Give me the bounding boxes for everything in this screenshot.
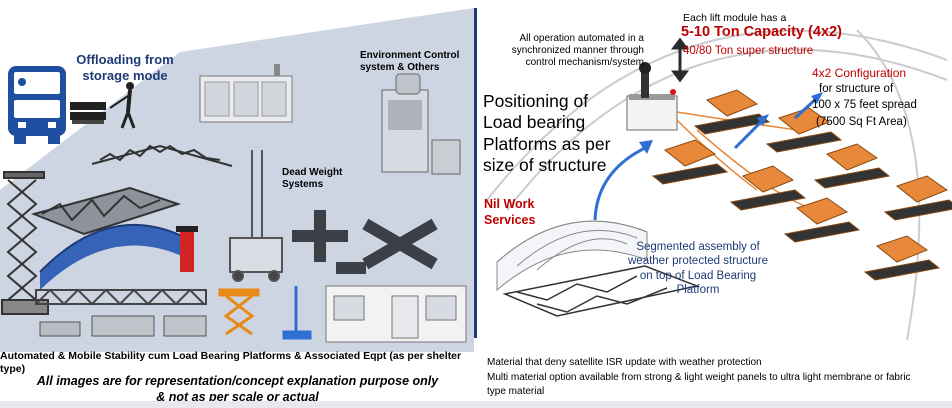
bottom-bar (0, 401, 952, 408)
segmented-assembly-label: Segmented assembly of weather protected … (628, 241, 768, 297)
platform-illustration (486, 29, 952, 341)
truss-icon (91, 144, 233, 167)
offloading-title: Offloading from storage mode (76, 52, 174, 83)
lift-module-note: Each lift module has a (683, 12, 787, 24)
panel-divider (474, 8, 477, 338)
dead-weight-title: Dead Weight Systems (282, 167, 343, 190)
orange-lift-icon (218, 288, 260, 336)
pointer-arrow-icon (593, 96, 819, 221)
counterweight-tower-icon (229, 150, 283, 282)
truck-icon (8, 66, 66, 144)
positioning-heading: Positioning of Load bearing Platforms as… (483, 91, 611, 176)
environment-control-title: Environment Control system & Others (360, 50, 460, 73)
material-note-1: Material that deny satellite ISR update … (487, 357, 762, 368)
disclaimer-line-1: All images are for representation/concep… (36, 374, 439, 388)
platform-panel: All operation automated in a synchronize… (477, 0, 952, 352)
control-box-icon (626, 62, 678, 131)
mobile-platform-icon (39, 315, 207, 337)
pallet-worker-icon (70, 82, 136, 129)
automation-note: All operation automated in a synchronize… (511, 33, 644, 68)
equipment-panel: Offloading from storage mode Environment… (0, 0, 475, 352)
left-caption: Automated & Mobile Stability cum Load Be… (0, 350, 462, 375)
environment-unit-icon (381, 73, 461, 175)
configuration-label: 4x2 Configuration (812, 66, 907, 80)
super-structure-label: 40/80 Ton super structure (683, 45, 814, 57)
area-label: (7500 Sq Ft Area) (816, 116, 907, 128)
dead-weight-icon (292, 210, 438, 274)
spread-label: 100 x 75 feet spread (812, 99, 917, 111)
large-truss-icon (30, 186, 182, 236)
flat-truss-icon (35, 288, 207, 306)
structure-for-label: for structure of (819, 83, 894, 95)
generator-icon (199, 64, 293, 123)
nil-work-label: Nil Work Services (484, 197, 536, 227)
container-icon (325, 285, 467, 343)
disclaimer-line-2: & not as per scale or actual (156, 390, 319, 404)
background-truss-icon (486, 29, 948, 341)
platform-module-icon (651, 89, 952, 281)
equipment-illustration (0, 8, 474, 352)
hydraulic-jack-icon (176, 226, 198, 272)
segmented-shelter-icon (496, 220, 648, 292)
arch-shelter-icon (39, 223, 187, 290)
mast-lift-icon (282, 286, 312, 340)
capacity-label: 5-10 Ton Capacity (4x2) (681, 24, 842, 40)
base-frame-icon (502, 265, 700, 317)
height-arrow-icon (671, 37, 689, 83)
material-note-2: Multi material option available from str… (487, 372, 911, 397)
